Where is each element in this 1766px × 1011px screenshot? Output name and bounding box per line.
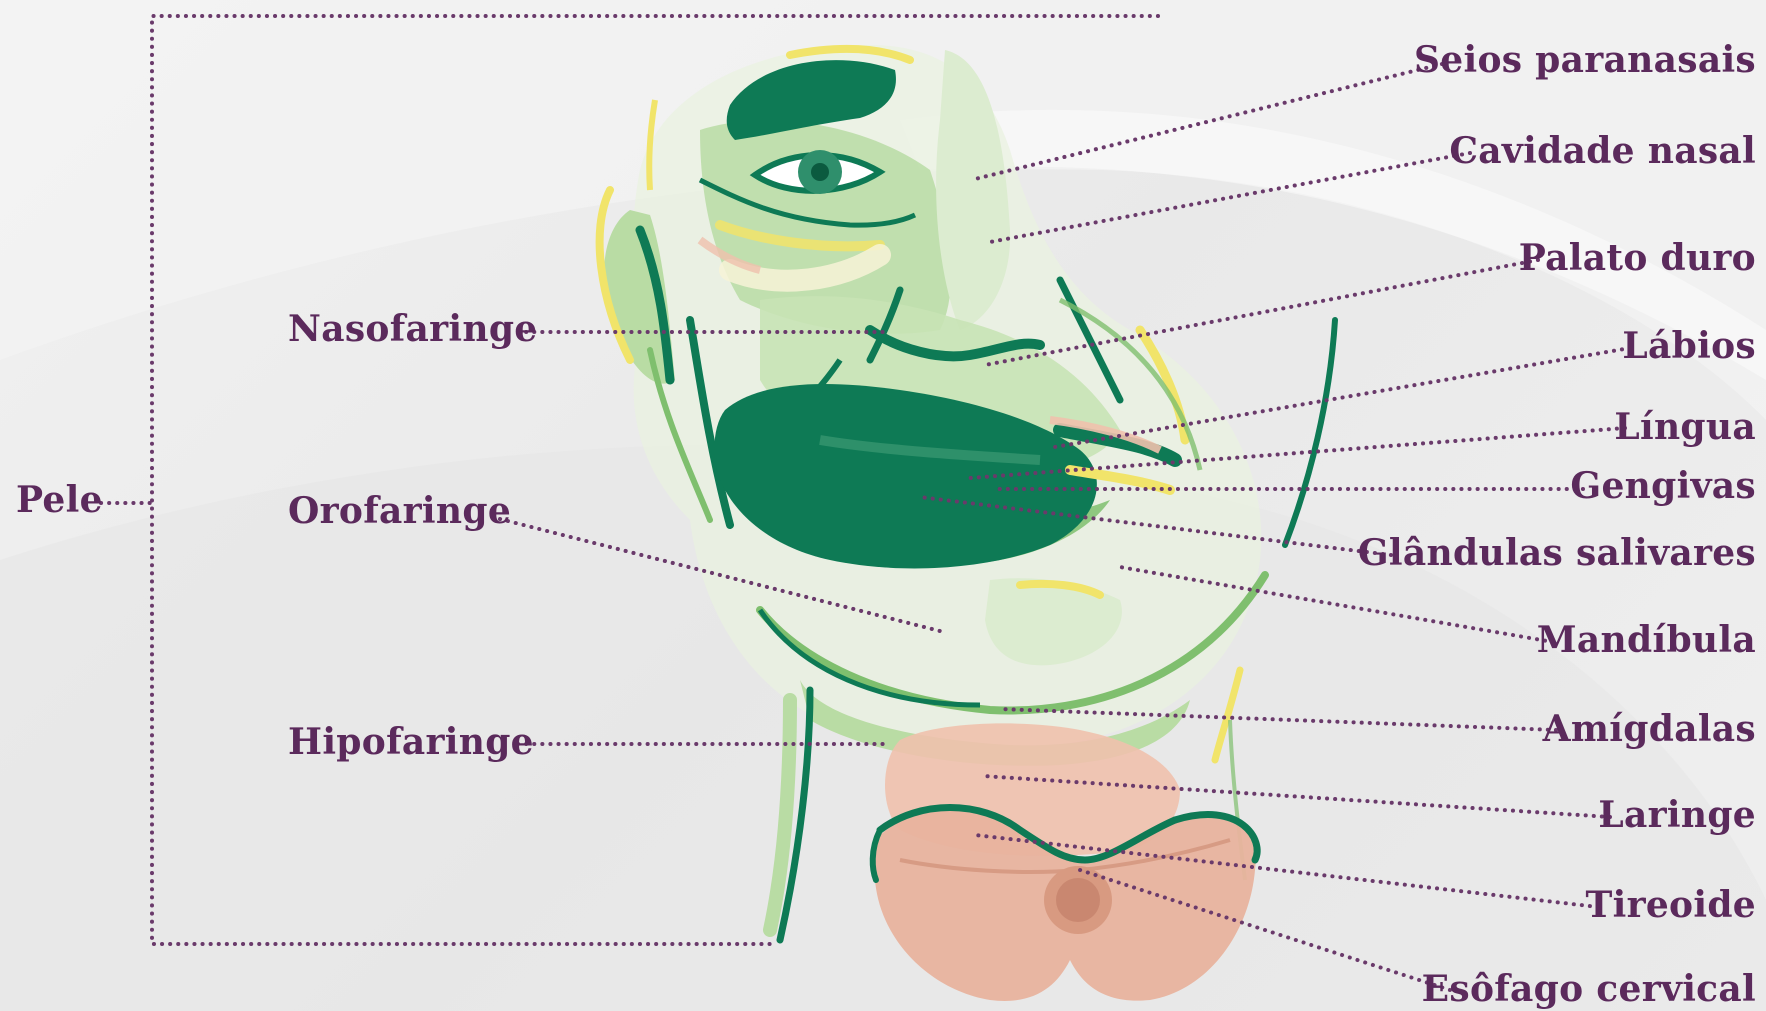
leader-tongue xyxy=(970,428,1625,478)
leader-salivary-glands xyxy=(920,497,1391,555)
leader-oropharynx xyxy=(500,519,940,631)
leader-cervical-esophagus xyxy=(1080,870,1450,990)
label-hard-palate: Palato duro xyxy=(1519,240,1756,276)
label-nasopharynx: Nasofaringe xyxy=(288,311,538,347)
label-cervical-esophagus: Esôfago cervical xyxy=(1422,971,1756,1007)
label-skin: Pele xyxy=(16,482,103,518)
leader-thyroid xyxy=(975,835,1598,907)
leader-larynx xyxy=(983,776,1610,817)
label-larynx: Laringe xyxy=(1598,797,1756,833)
label-gums: Gengivas xyxy=(1570,468,1756,504)
leader-nasal-cavity xyxy=(990,153,1470,242)
label-thyroid: Tireoide xyxy=(1586,887,1757,923)
label-mandible: Mandíbula xyxy=(1537,622,1756,658)
label-oropharynx: Orofaringe xyxy=(288,493,511,529)
label-hypopharynx: Hipofaringe xyxy=(288,724,534,760)
leader-paranasal-sinuses xyxy=(975,64,1442,179)
leader-tonsils xyxy=(1000,709,1556,730)
label-lips: Lábios xyxy=(1622,328,1756,364)
label-tongue: Língua xyxy=(1614,409,1756,445)
leader-skin-bracket xyxy=(152,16,1158,944)
leader-mandible xyxy=(1120,567,1553,642)
label-tonsils: Amígdalas xyxy=(1543,711,1756,747)
leader-lips xyxy=(1055,348,1630,447)
leader-hard-palate xyxy=(985,260,1538,365)
label-paranasal-sinuses: Seios paranasais xyxy=(1414,42,1756,78)
label-salivary-glands: Glândulas salivares xyxy=(1358,535,1756,571)
label-nasal-cavity: Cavidade nasal xyxy=(1449,133,1756,169)
